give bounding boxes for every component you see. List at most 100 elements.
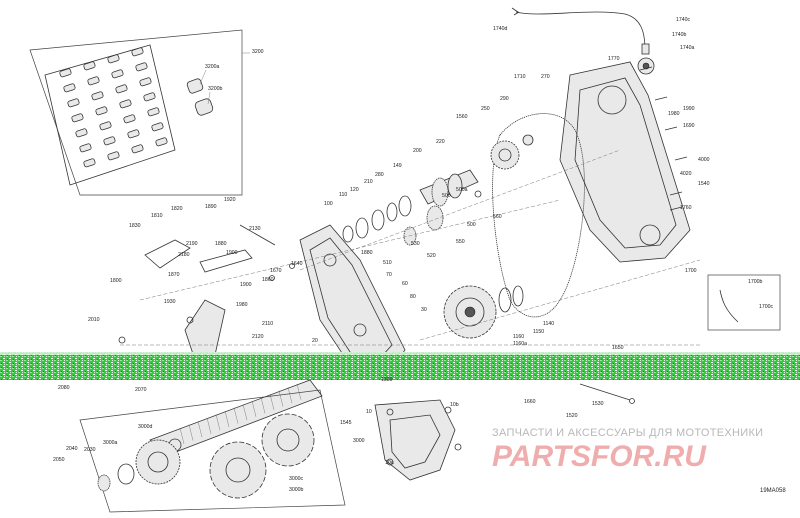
part-label: 1650 (612, 345, 624, 351)
watermark: ЗАПЧАСТИ И АКСЕССУАРЫ ДЛЯ МОТОТЕХНИКИ PA… (492, 427, 763, 473)
chain-link (123, 114, 136, 124)
part-label: 10a (385, 460, 394, 466)
part-label: 3000c (289, 476, 304, 482)
part-label: 1160 (513, 334, 524, 340)
part-label: 1140 (543, 321, 554, 327)
chain-link (139, 77, 152, 87)
part-label: 1150 (533, 329, 544, 335)
chain-link (95, 106, 108, 116)
chain-link (67, 98, 80, 108)
part-label: 2010 (88, 317, 100, 323)
watermark-text: ЗАПЧАСТИ И АКСЕССУАРЫ ДЛЯ МОТОТЕХНИКИ (492, 427, 763, 439)
part-label: 1880 (215, 241, 227, 247)
chain-tensioner-parts (186, 69, 214, 116)
part-label: 3000b (289, 487, 304, 493)
chain-link (87, 76, 100, 86)
drive-chain (492, 113, 585, 318)
lower-sprocket (443, 285, 524, 339)
part-label: 500 (442, 193, 451, 199)
part-label: 500 (467, 222, 476, 228)
part-label: 2030 (84, 447, 96, 453)
drive-sprocket-1 (209, 441, 267, 499)
chain-link (135, 62, 148, 72)
part-label: 1820 (171, 206, 183, 212)
chain-link (79, 143, 92, 153)
part-label: 1710 (514, 74, 526, 80)
part-label: 110 (339, 192, 347, 198)
part-label: 560 (493, 214, 502, 220)
long-bolt (579, 383, 635, 404)
part-label: 510 (383, 260, 392, 266)
shaft-spline (287, 387, 293, 404)
chain-link (155, 137, 168, 147)
part-label: 1740a (680, 45, 695, 51)
part-label: 270 (541, 74, 550, 80)
part-label: 1890 (205, 204, 217, 210)
chain-link (103, 136, 116, 146)
part-label: 3000d (138, 424, 153, 430)
support-bracket (374, 399, 462, 481)
part-label: 10 (366, 409, 372, 415)
shaft-spline (206, 417, 212, 434)
part-label: 1900 (226, 250, 238, 256)
part-label: 3200 (252, 49, 264, 55)
chain-link (71, 113, 84, 123)
part-label: 2110 (262, 321, 273, 327)
part-label: 1900 (240, 282, 252, 288)
part-label: 200 (413, 148, 422, 154)
watermark-logo: PARTSFOR.RU (492, 440, 707, 473)
part-label: 530 (411, 241, 420, 247)
chain-link (147, 107, 160, 117)
part-label: 2070 (135, 387, 147, 393)
chaincase-cover (559, 61, 691, 263)
part-label: 2080 (58, 385, 70, 391)
green-band-overlay (0, 352, 800, 380)
part-label: 2050 (53, 457, 65, 463)
shaft-spline (260, 397, 266, 414)
part-label: 1545 (340, 420, 352, 426)
sprocket-detail-box (79, 389, 346, 513)
chain-links-illustration (44, 44, 176, 186)
part-label: 80 (410, 294, 416, 300)
shaft-spline (296, 383, 302, 400)
part-label: 1930 (164, 299, 176, 305)
part-label: 4020 (680, 171, 692, 177)
chain-link (115, 84, 128, 94)
shaft-spline (278, 390, 284, 407)
part-label: 1920 (224, 197, 236, 203)
part-label: 60 (402, 281, 408, 287)
part-label: 1830 (129, 223, 141, 229)
part-label: 2130 (249, 226, 261, 232)
chain-link (143, 92, 156, 102)
part-label: 3000 (353, 438, 365, 444)
chain-link (111, 69, 124, 79)
shaft-spline (188, 424, 194, 441)
flange-plate (135, 439, 181, 485)
part-label: 30 (421, 307, 427, 313)
cover-bolt (674, 156, 688, 161)
shaft-spline (197, 421, 203, 438)
part-label: 520 (427, 253, 436, 259)
part-label: 210 (364, 179, 373, 185)
part-label: 1640 (291, 261, 303, 267)
part-label: 220 (436, 139, 445, 145)
part-label: 1530 (592, 401, 604, 407)
drive-sprocket-2 (261, 413, 315, 467)
inner-chaincase (299, 224, 406, 371)
shaft-spline (242, 404, 248, 421)
part-label: 2040 (66, 446, 78, 452)
part-label: 1740d (493, 26, 508, 32)
part-label: 3200a (205, 64, 220, 70)
part-label: 1760 (680, 205, 692, 211)
cover-bolt (654, 96, 668, 101)
cover-bolt (664, 126, 678, 131)
shaft-spline (251, 400, 257, 417)
part-label: 149 (393, 163, 402, 169)
part-label: 1560 (456, 114, 468, 120)
chain-link (107, 151, 120, 161)
shaft-spline (233, 407, 239, 424)
part-label: 3200b (208, 86, 223, 92)
part-label: 1980 (668, 111, 680, 117)
part-label: 2180 (178, 252, 190, 258)
chain-link (131, 144, 144, 154)
